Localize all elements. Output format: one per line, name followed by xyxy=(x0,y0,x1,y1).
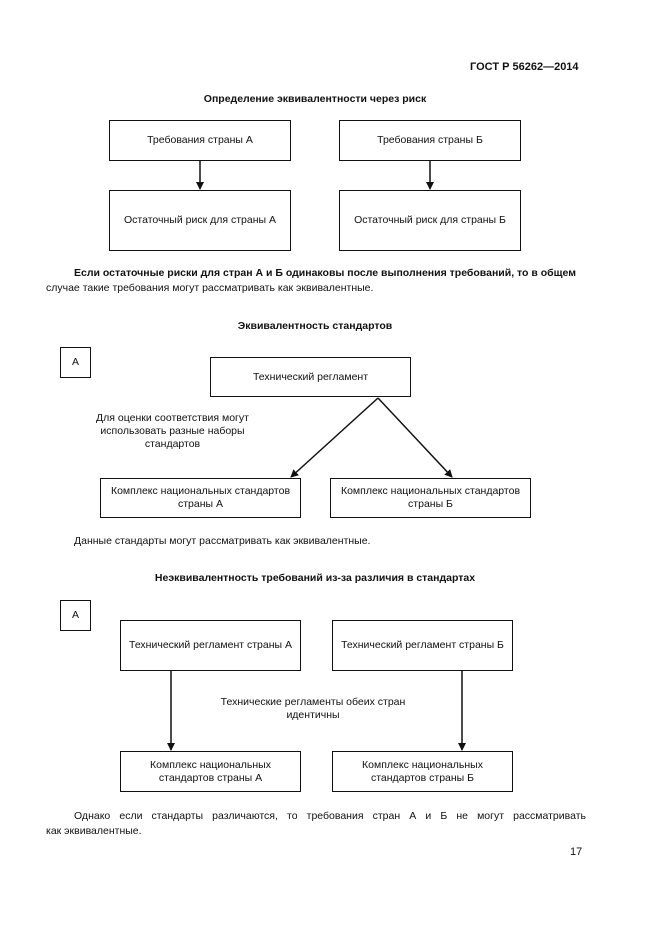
box-national-standards-b: Комплекс национальных стандартов страны … xyxy=(330,478,531,518)
box-technical-regulation-a: Технический регламент страны А xyxy=(120,620,301,671)
box-national-standards-b-s3: Комплекс национальных стандартов страны … xyxy=(332,751,513,792)
section2-title: Эквивалентность стандартов xyxy=(237,320,393,332)
marker-a-section3: А xyxy=(60,600,91,631)
box-technical-regulation-b: Технический регламент страны Б xyxy=(332,620,513,671)
box-technical-regulation: Технический регламент xyxy=(210,357,411,397)
marker-a-section2: А xyxy=(60,347,91,378)
box-residual-risk-b: Остаточный риск для страны Б xyxy=(339,190,521,251)
section2-note: Для оценки соответствия могут использова… xyxy=(96,412,249,450)
section3-paragraph-line1: Однако если стандарты различаются, то тр… xyxy=(74,810,586,822)
document-standard-id: ГОСТ Р 56262—2014 xyxy=(470,61,579,73)
section1-paragraph-line1: Если остаточные риски для стран А и Б од… xyxy=(74,267,576,279)
page-number: 17 xyxy=(570,846,583,858)
section3-note: Технические регламенты обеих стран идент… xyxy=(220,696,406,721)
section1-paragraph-line2: случае такие требования могут рассматрив… xyxy=(46,282,374,294)
arrow-regulation-to-standards-a xyxy=(290,397,379,478)
box-requirements-b: Требования страны Б xyxy=(339,120,521,161)
box-residual-risk-a: Остаточный риск для страны А xyxy=(109,190,291,251)
box-national-standards-a-s3: Комплекс национальных стандартов страны … xyxy=(120,751,301,792)
arrow-regulation-to-standards-b xyxy=(377,397,453,478)
section1-title: Определение эквивалентности через риск xyxy=(203,93,427,105)
section3-paragraph-line2: как эквивалентные. xyxy=(46,825,142,837)
box-national-standards-a: Комплекс национальных стандартов страны … xyxy=(100,478,301,518)
section2-paragraph: Данные стандарты могут рассматривать как… xyxy=(74,535,371,547)
box-requirements-a: Требования страны А xyxy=(109,120,291,161)
section3-title: Неэквивалентность требований из-за разли… xyxy=(154,572,476,584)
